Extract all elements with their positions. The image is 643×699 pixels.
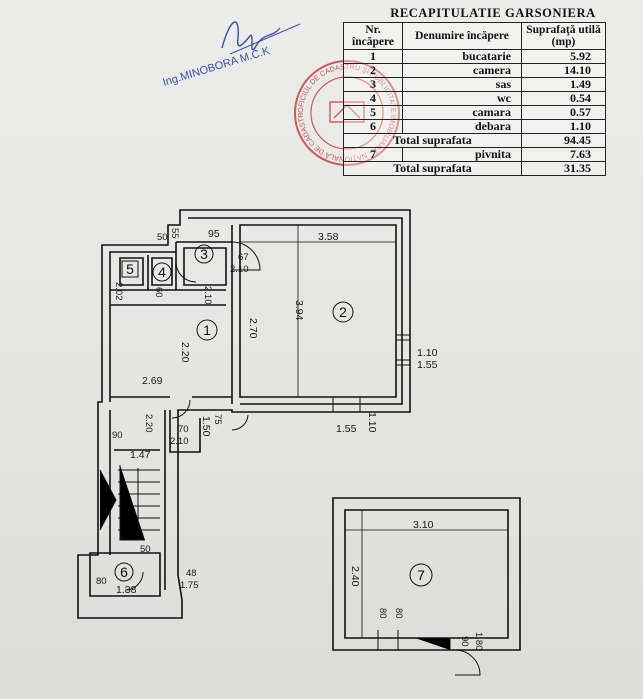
dim-2-69: 2.69 bbox=[142, 375, 163, 387]
dim-90-a: 90 bbox=[112, 430, 123, 441]
dim-50-b: 50 bbox=[140, 544, 151, 555]
recap-table: Nr. încăpere Denumire încăpere Suprafaţă… bbox=[343, 22, 606, 176]
dim-95: 95 bbox=[208, 228, 220, 240]
row-name: camara bbox=[402, 105, 522, 120]
staircase bbox=[99, 465, 160, 541]
dim-3-58: 3.58 bbox=[318, 231, 339, 243]
total2-label: Total suprafata bbox=[343, 161, 522, 176]
header-area: Suprafaţă utilă (mp) bbox=[521, 22, 606, 50]
dim-2-40: 2.40 bbox=[349, 566, 361, 587]
dim-2-02: 2.02 bbox=[113, 282, 124, 301]
room-7-label: 7 bbox=[417, 567, 425, 583]
dim-90-b: 90 bbox=[459, 636, 470, 647]
dim-2-10-b: 2.10 bbox=[202, 286, 213, 305]
dim-80-c: 80 bbox=[393, 608, 404, 619]
total2-value: 31.35 bbox=[521, 161, 606, 176]
doors bbox=[124, 241, 481, 676]
total-value: 94.45 bbox=[521, 133, 606, 148]
dim-60: 60 bbox=[153, 287, 164, 298]
plan-walls bbox=[77, 209, 521, 651]
dim-1-38: 1.38 bbox=[116, 584, 137, 596]
room-3-label: 3 bbox=[200, 246, 208, 262]
header-nr: Nr. încăpere bbox=[343, 22, 403, 50]
dim-55: 55 bbox=[169, 228, 180, 239]
table-row: 1 bucatarie 5.92 bbox=[343, 49, 606, 64]
dim-1-80: 1.80 bbox=[473, 632, 484, 651]
dim-1-10-b: 1.10 bbox=[366, 412, 378, 433]
table-title: RECAPITULATIE GARSONIERA bbox=[390, 6, 596, 20]
dim-1-47: 1.47 bbox=[130, 449, 151, 461]
table-row: 3 sas 1.49 bbox=[343, 77, 606, 92]
dim-67: 67 bbox=[238, 252, 249, 263]
dim-50-a: 50 bbox=[157, 232, 168, 243]
table-row: 2 camera 14.10 bbox=[343, 63, 606, 78]
table-row: 5 camara 0.57 bbox=[343, 105, 606, 120]
engineer-signature: Ing.MINOBORA M.C.K bbox=[161, 21, 301, 89]
dim-1-10-a: 1.10 bbox=[417, 347, 438, 359]
row-name: camera bbox=[402, 63, 522, 78]
dim-1-75: 1.75 bbox=[180, 580, 199, 591]
dim-70: 70 bbox=[178, 424, 189, 435]
dim-1-55-a: 1.55 bbox=[417, 359, 438, 371]
total-row: Total suprafata 31.35 bbox=[343, 161, 606, 176]
dim-1-55-b: 1.55 bbox=[336, 423, 357, 435]
dim-1-50: 1.50 bbox=[200, 416, 212, 437]
dim-2-10-a: 2.10 bbox=[230, 264, 249, 275]
room-4-label: 4 bbox=[158, 264, 166, 280]
dim-2-20: 2.20 bbox=[179, 342, 191, 363]
room-markers: 1 2 3 4 5 6 7 bbox=[114, 244, 433, 587]
dim-3-94: 3.94 bbox=[293, 300, 305, 321]
dim-75: 75 bbox=[212, 414, 223, 425]
room-2-label: 2 bbox=[339, 304, 347, 320]
dim-2-10-c: 2.10 bbox=[170, 436, 189, 447]
windows bbox=[332, 334, 451, 650]
dim-80-b: 80 bbox=[377, 608, 388, 619]
row-area: 1.10 bbox=[521, 119, 606, 134]
room-5-label: 5 bbox=[126, 261, 134, 277]
room-6-label: 6 bbox=[120, 564, 128, 580]
dim-2-70: 2.70 bbox=[247, 318, 259, 339]
dim-80-a: 80 bbox=[96, 576, 107, 587]
dimensions: 3.58 3.94 2.70 2.20 2.69 95 67 2.10 50 5… bbox=[96, 225, 508, 651]
table-row: 7 pivnita 7.63 bbox=[343, 147, 606, 162]
table-header-row: Nr. încăpere Denumire încăpere Suprafaţă… bbox=[343, 22, 606, 50]
table-row: 4 wc 0.54 bbox=[343, 91, 606, 106]
dim-48: 48 bbox=[186, 568, 197, 579]
room-1-label: 1 bbox=[203, 322, 211, 338]
dim-2-20-b: 2.20 bbox=[143, 414, 154, 433]
dim-3-10: 3.10 bbox=[413, 519, 434, 531]
